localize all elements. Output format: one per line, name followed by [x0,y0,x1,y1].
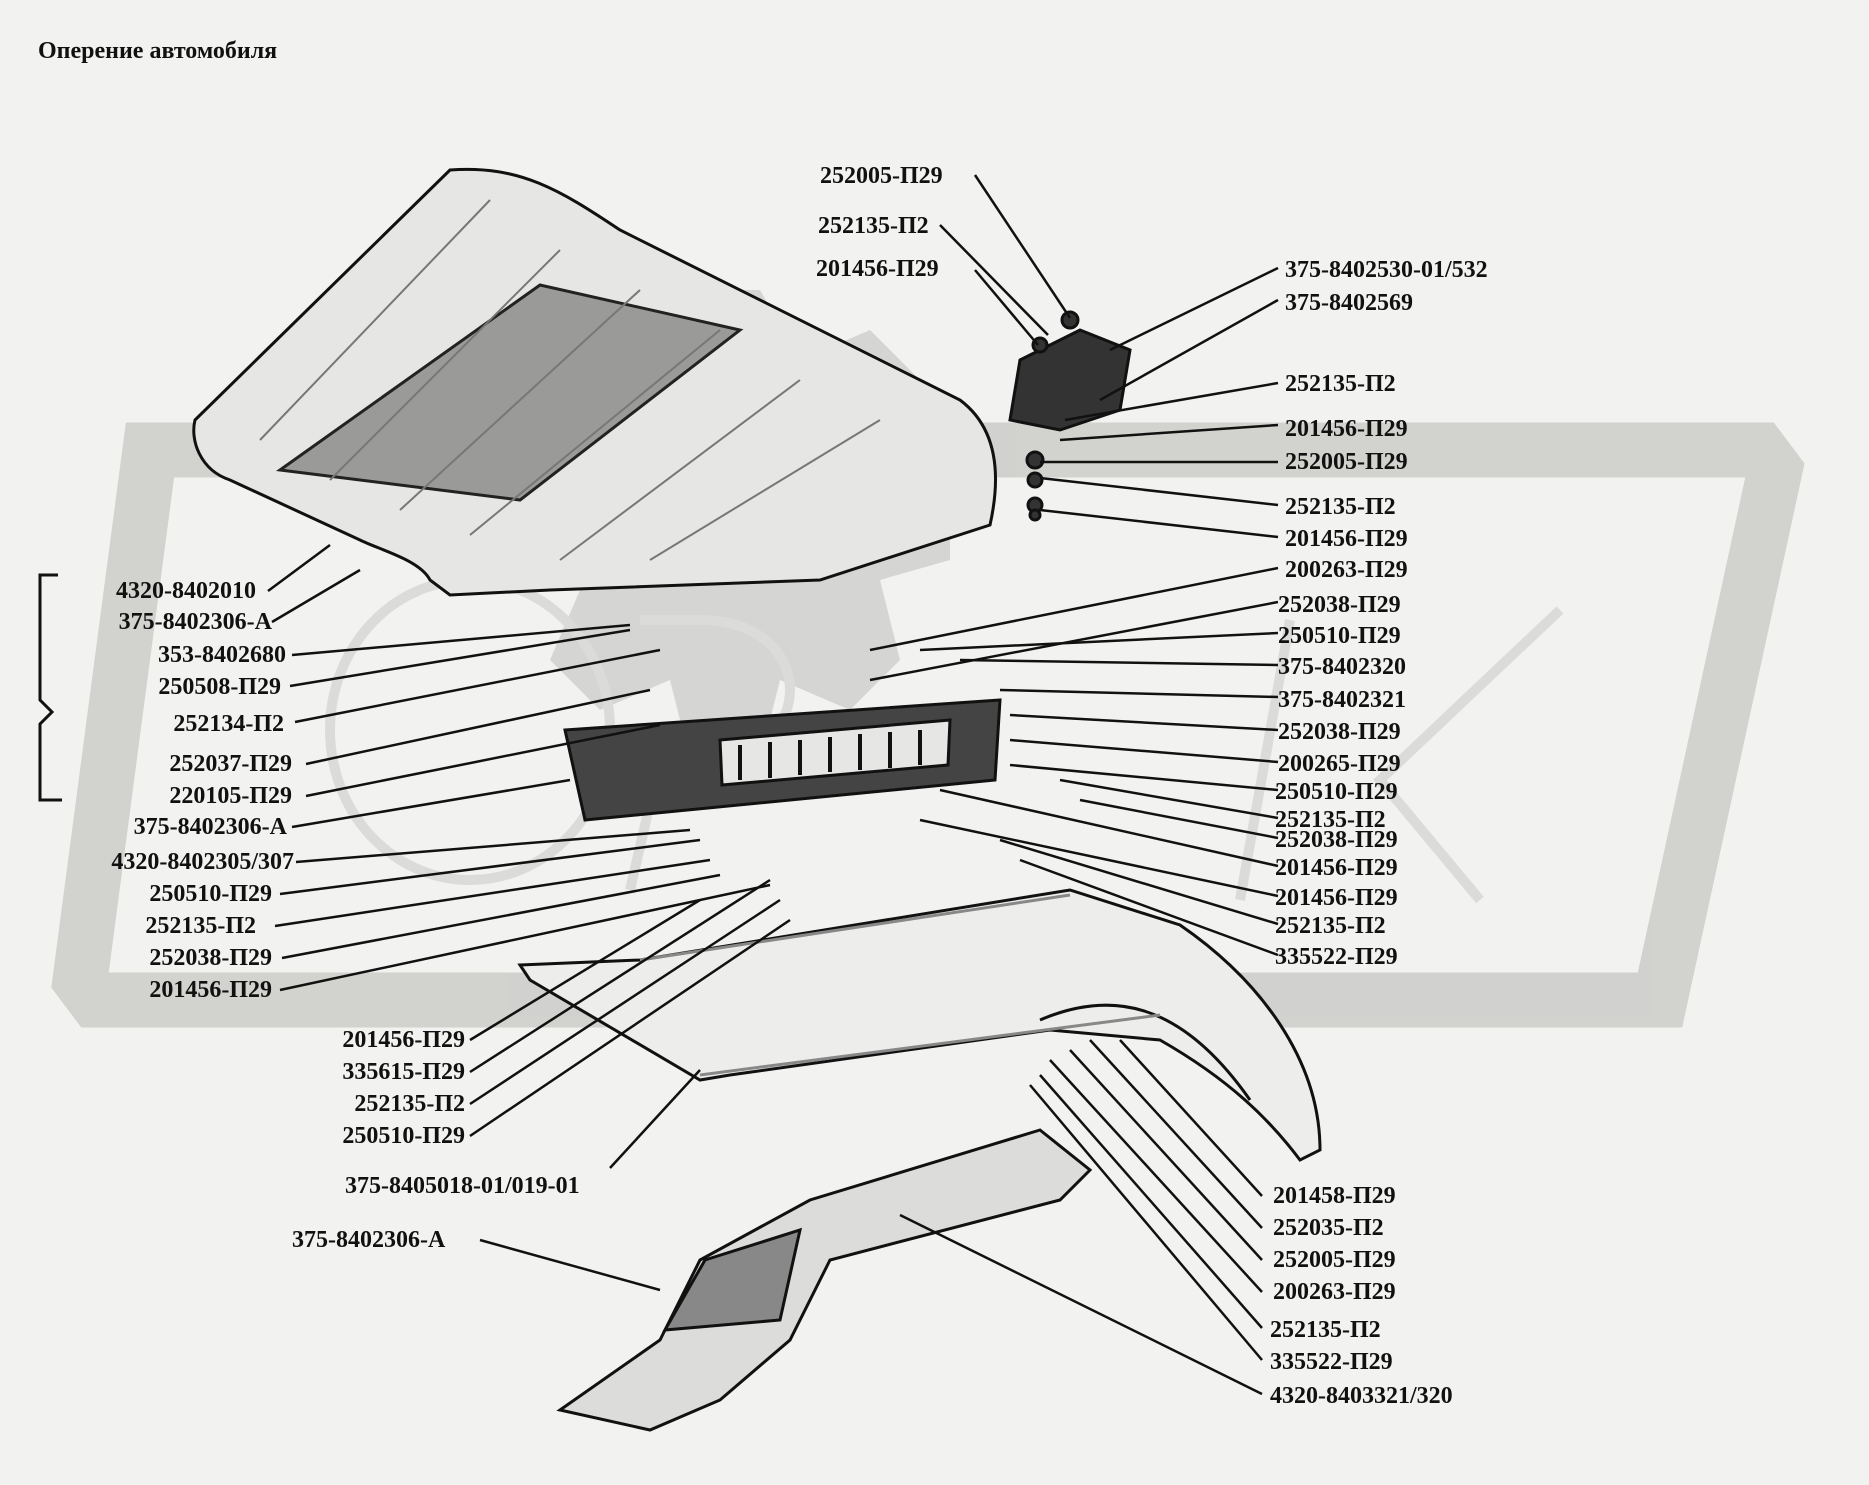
callout-label: 201456-П29 [149,977,272,1003]
callout-label: 201456-П29 [1275,855,1398,881]
step-bracket [556,1128,1093,1432]
callout-label: 252135-П2 [1285,371,1396,397]
callout-label: 4320-8403321/320 [1270,1383,1453,1409]
callout-label: 201458-П29 [1273,1183,1396,1209]
callout-label: 201456-П29 [1275,885,1398,911]
callout-label: 252135-П2 [1285,494,1396,520]
hood-drawing [192,167,998,597]
callout-label: 252135-П2 [1270,1317,1381,1343]
callout-label: 252135-П2 [145,913,256,939]
callout-label: 375-8402320 [1278,654,1406,680]
callout-label: 375-8402569 [1285,290,1413,316]
callout-label: 250510-П29 [1278,623,1401,649]
callout-label: 375-8402530-01/532 [1285,257,1488,283]
callout-label: 375-8402306-А [133,814,287,840]
radiator-grille [563,698,1002,822]
callout-label: 201456-П29 [816,256,939,282]
callout-label: 201456-П29 [1285,416,1408,442]
callout-label: 252134-П2 [173,711,284,737]
assembly-brace [38,573,62,802]
callout-label: 250510-П29 [1275,779,1398,805]
callout-label: 335522-П29 [1275,944,1398,970]
hood-hatch [275,283,744,502]
callout-label: 201456-П29 [342,1027,465,1053]
callout-label: 375-8402306-А [118,609,272,635]
callout-label: 200263-П29 [1273,1279,1396,1305]
fender-panel [517,888,1322,1162]
callout-label: 252135-П2 [354,1091,465,1117]
callout-label: 252038-П29 [1275,827,1398,853]
page-title: Оперение автомобиля [38,38,278,64]
callout-label: 4320-8402010 [116,578,256,604]
callout-label: 375-8402321 [1278,687,1406,713]
callout-label: 200263-П29 [1285,557,1408,583]
callout-label: 353-8402680 [158,642,286,668]
callout-label: 252005-П29 [820,163,943,189]
leader-lines [267,174,1279,1396]
callout-label: 201456-П29 [1285,526,1408,552]
callout-label: 252038-П29 [1278,719,1401,745]
callout-label: 252038-П29 [1278,592,1401,618]
callout-label: 375-8402306-А [292,1227,446,1253]
callout-label: 252038-П29 [149,945,272,971]
callout-label: 252135-П2 [1275,913,1386,939]
callout-label: 250510-П29 [342,1123,465,1149]
callout-label: 375-8405018-01/019-01 [345,1173,580,1199]
callout-label: 250510-П29 [149,881,272,907]
hinge-bracket [1008,310,1132,522]
callout-label: 252035-П2 [1273,1215,1384,1241]
callout-label: 4320-8402305/307 [111,849,294,875]
callout-label: 335615-П29 [342,1059,465,1085]
callout-label: 252005-П29 [1285,449,1408,475]
callout-label: 250508-П29 [158,674,281,700]
callout-label: 335522-П29 [1270,1349,1393,1375]
callout-label: 252005-П29 [1273,1247,1396,1273]
callout-label: 220105-П29 [169,783,292,809]
callout-label: 252135-П2 [1275,807,1386,833]
callout-label: 200265-П29 [1278,751,1401,777]
watermark-band [51,422,1805,1028]
callout-label: 252037-П29 [169,751,292,777]
callout-label: 252135-П2 [818,213,929,239]
